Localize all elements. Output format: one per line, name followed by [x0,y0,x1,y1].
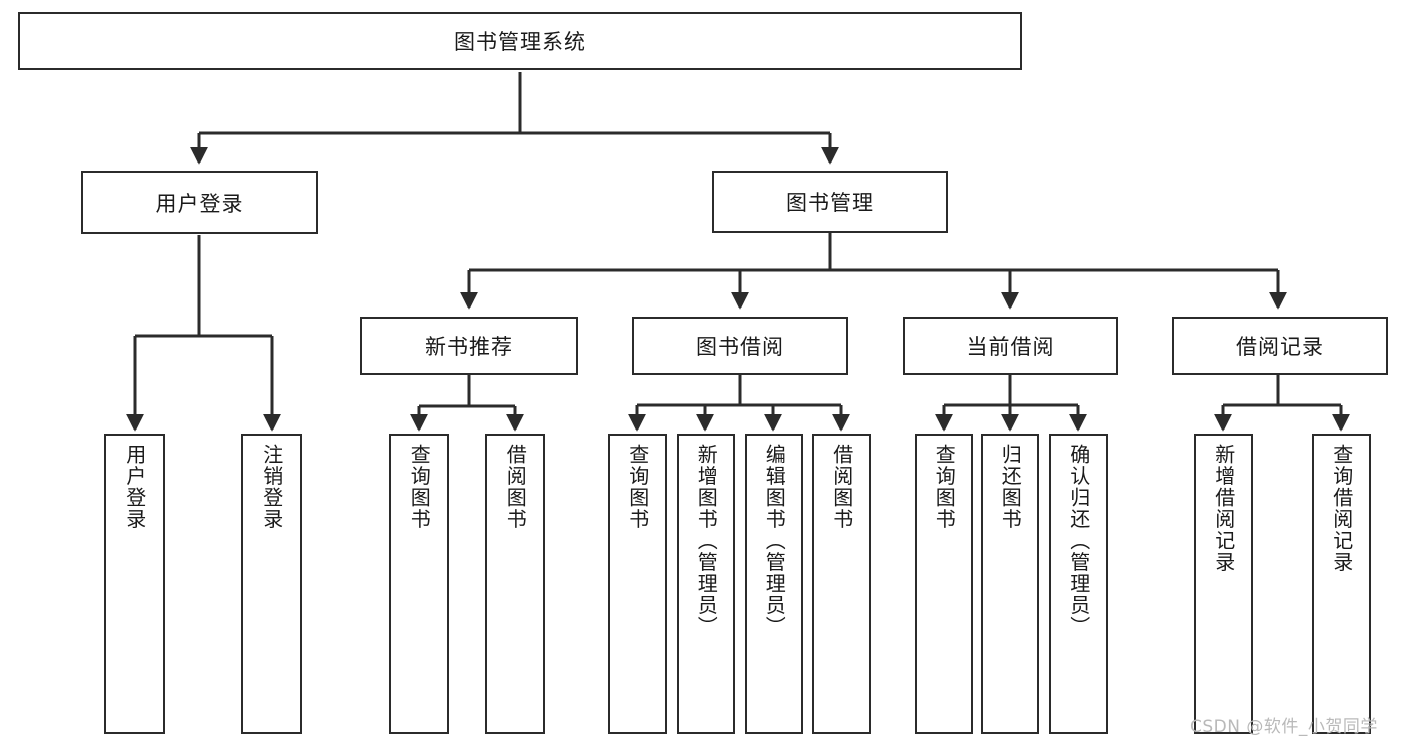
node-label: 编辑图书（管理员） [762,444,787,638]
node-label: 借阅图书 [829,444,854,530]
node-label: 查询图书 [407,444,432,530]
node-label: 确认归还（管理员） [1066,444,1091,638]
leaf-confirm-return-admin[interactable]: 确认归还（管理员） [1049,434,1108,734]
node-borrow-record[interactable]: 借阅记录 [1172,317,1388,375]
node-label: 用户登录 [122,444,147,530]
node-current-borrow[interactable]: 当前借阅 [903,317,1118,375]
node-label: 查询图书 [625,444,650,530]
leaf-return-book[interactable]: 归还图书 [981,434,1039,734]
leaf-query-book-recommend[interactable]: 查询图书 [389,434,449,734]
node-label: 图书管理系统 [454,30,586,54]
node-label: 图书管理 [786,191,874,215]
node-user-login[interactable]: 用户登录 [81,171,318,234]
node-label: 归还图书 [998,444,1023,530]
leaf-add-book-admin[interactable]: 新增图书（管理员） [677,434,735,734]
node-label: 新增图书（管理员） [694,444,719,638]
leaf-borrow-book[interactable]: 借阅图书 [812,434,871,734]
node-label: 查询图书 [932,444,957,530]
leaf-add-borrow-record[interactable]: 新增借阅记录 [1194,434,1253,734]
node-new-book-recommend[interactable]: 新书推荐 [360,317,578,375]
node-book-borrow[interactable]: 图书借阅 [632,317,848,375]
node-root-book-management-system[interactable]: 图书管理系统 [18,12,1022,70]
node-label: 借阅图书 [503,444,528,530]
leaf-user-login[interactable]: 用户登录 [104,434,165,734]
node-book-management[interactable]: 图书管理 [712,171,948,233]
node-label: 新增借阅记录 [1211,444,1236,573]
leaf-query-book-current[interactable]: 查询图书 [915,434,973,734]
node-label: 新书推荐 [425,335,513,359]
node-label: 查询借阅记录 [1329,444,1354,573]
leaf-query-book-borrow[interactable]: 查询图书 [608,434,667,734]
leaf-query-borrow-record[interactable]: 查询借阅记录 [1312,434,1371,734]
node-label: 借阅记录 [1236,335,1324,359]
node-label: 用户登录 [155,191,244,216]
leaf-borrow-book-recommend[interactable]: 借阅图书 [485,434,545,734]
node-label: 图书借阅 [696,335,784,359]
leaf-edit-book-admin[interactable]: 编辑图书（管理员） [745,434,803,734]
node-label: 注销登录 [259,444,284,530]
leaf-logout[interactable]: 注销登录 [241,434,302,734]
node-label: 当前借阅 [966,335,1055,359]
